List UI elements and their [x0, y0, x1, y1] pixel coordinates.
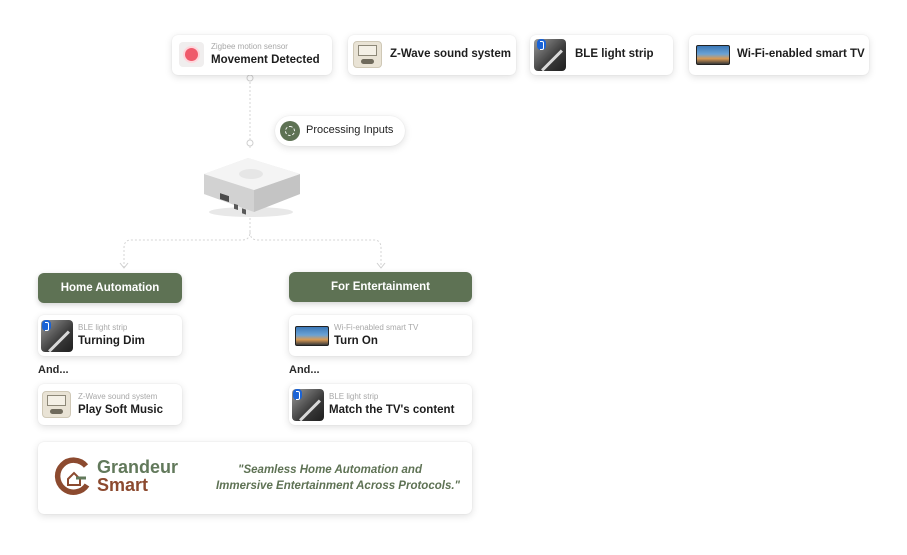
and-connector: And...	[289, 364, 320, 376]
tv-icon	[295, 326, 329, 346]
action-text: Turn On	[334, 335, 378, 347]
device-name: Wi-Fi-enabled smart TV	[737, 48, 865, 60]
device-name: Z-Wave sound system	[78, 392, 158, 401]
motion-sensor-card: Zigbee motion sensor Movement Detected	[172, 35, 332, 75]
action-text: Match the TV's content	[329, 404, 455, 416]
tagline: "Seamless Home Automation and Immersive …	[216, 462, 460, 494]
process-icon	[280, 121, 300, 141]
sound-system-card: Z-Wave sound system	[348, 35, 516, 75]
entertainment-header: For Entertainment	[289, 272, 472, 302]
device-name: Z-Wave sound system	[390, 48, 511, 60]
motion-sensor-icon	[179, 42, 204, 67]
action-card: Wi-Fi-enabled smart TV Turn On	[289, 315, 472, 356]
action-card: BLE light strip Turning Dim	[38, 315, 182, 356]
light-strip-card: BLE light strip	[530, 35, 673, 75]
device-name: Wi-Fi-enabled smart TV	[334, 323, 419, 332]
brand-banner: Grandeur Smart "Seamless Home Automation…	[38, 442, 472, 514]
speaker-icon	[42, 391, 71, 418]
device-name: Zigbee motion sensor	[211, 42, 288, 51]
logo-text-line1: Grandeur	[97, 457, 179, 477]
and-connector: And...	[38, 364, 69, 376]
device-name: BLE light strip	[575, 48, 654, 60]
bluetooth-icon	[293, 389, 302, 400]
device-name: BLE light strip	[329, 392, 379, 401]
device-status: Movement Detected	[211, 54, 320, 66]
action-text: Turning Dim	[78, 335, 145, 347]
tv-icon	[696, 45, 730, 65]
tagline-line1: "Seamless Home Automation and	[238, 464, 422, 476]
home-automation-header: Home Automation	[38, 273, 182, 303]
processing-pill: Processing Inputs	[275, 116, 405, 146]
bluetooth-icon	[537, 39, 546, 50]
tagline-line2: Immersive Entertainment Across Protocols…	[215, 480, 460, 492]
logo-text-line2: Smart	[97, 475, 149, 495]
action-card: Z-Wave sound system Play Soft Music	[38, 384, 182, 425]
action-card: BLE light strip Match the TV's content	[289, 384, 472, 425]
processing-label: Processing Inputs	[306, 124, 394, 136]
action-text: Play Soft Music	[78, 404, 163, 416]
device-name: BLE light strip	[78, 323, 128, 332]
smart-tv-card: Wi-Fi-enabled smart TV	[689, 35, 869, 75]
grandeur-logo-icon	[54, 457, 92, 495]
hub-device-icon	[198, 150, 304, 220]
bluetooth-icon	[42, 320, 51, 331]
speaker-icon	[353, 41, 382, 68]
